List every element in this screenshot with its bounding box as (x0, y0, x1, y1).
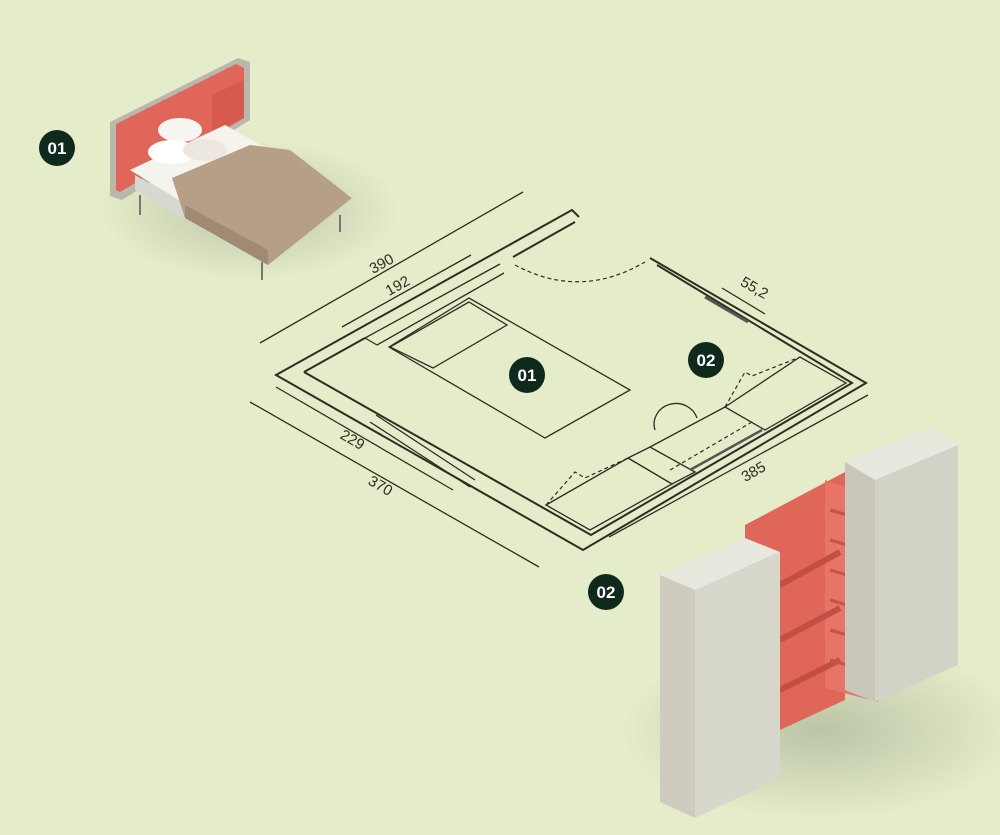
bed-illustration (100, 58, 400, 280)
svg-text:02: 02 (597, 583, 616, 602)
dimension-192: 192 (383, 273, 413, 300)
badge-wardrobe-item: 02 (588, 574, 624, 610)
badge-plan-bed: 01 (509, 357, 545, 393)
dimension-370: 370 (365, 472, 395, 499)
svg-text:01: 01 (518, 366, 537, 385)
dimension-390: 390 (367, 251, 397, 278)
dimension-385: 385 (739, 458, 769, 485)
wardrobe-illustration (620, 428, 1000, 820)
svg-text:01: 01 (48, 139, 67, 158)
svg-text:02: 02 (697, 351, 716, 370)
badge-bed-item: 01 (39, 130, 75, 166)
dimension-55-2: 55,2 (737, 273, 771, 302)
plan-bed (387, 297, 632, 439)
dimension-229: 229 (337, 426, 367, 453)
badge-plan-wardrobe: 02 (688, 342, 724, 378)
